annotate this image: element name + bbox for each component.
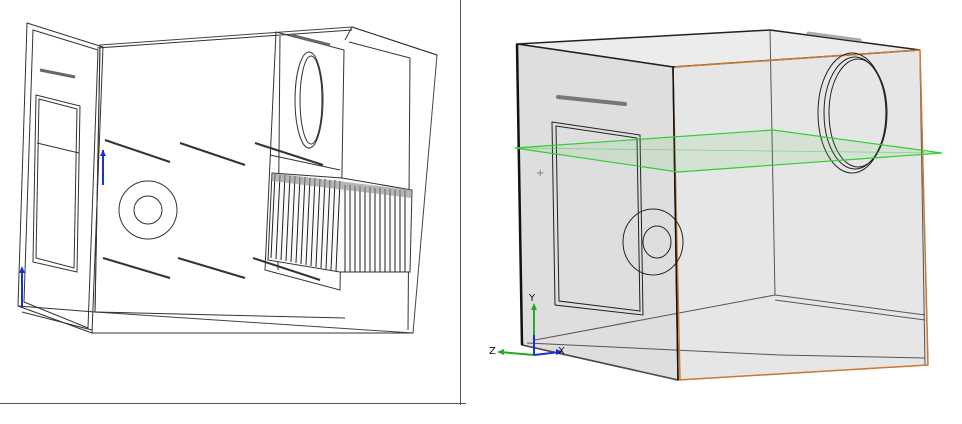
right-viewport-shaded[interactable]: + Y Z X	[463, 0, 962, 424]
left-viewport-bottom-border	[0, 403, 466, 404]
left-axis-triad	[19, 150, 106, 308]
right-axis-triad: Y Z X	[489, 293, 565, 357]
axis-label-y: Y	[528, 293, 536, 304]
svg-text:+: +	[536, 168, 544, 179]
wireframe-model[interactable]	[0, 0, 460, 424]
shaded-model[interactable]: + Y Z X	[463, 0, 962, 424]
axis-label-z: Z	[489, 346, 496, 357]
heatsink-fins	[267, 172, 413, 273]
left-viewport-wireframe[interactable]	[0, 0, 460, 424]
viewport-divider	[460, 0, 461, 405]
axis-label-x: X	[558, 346, 565, 357]
